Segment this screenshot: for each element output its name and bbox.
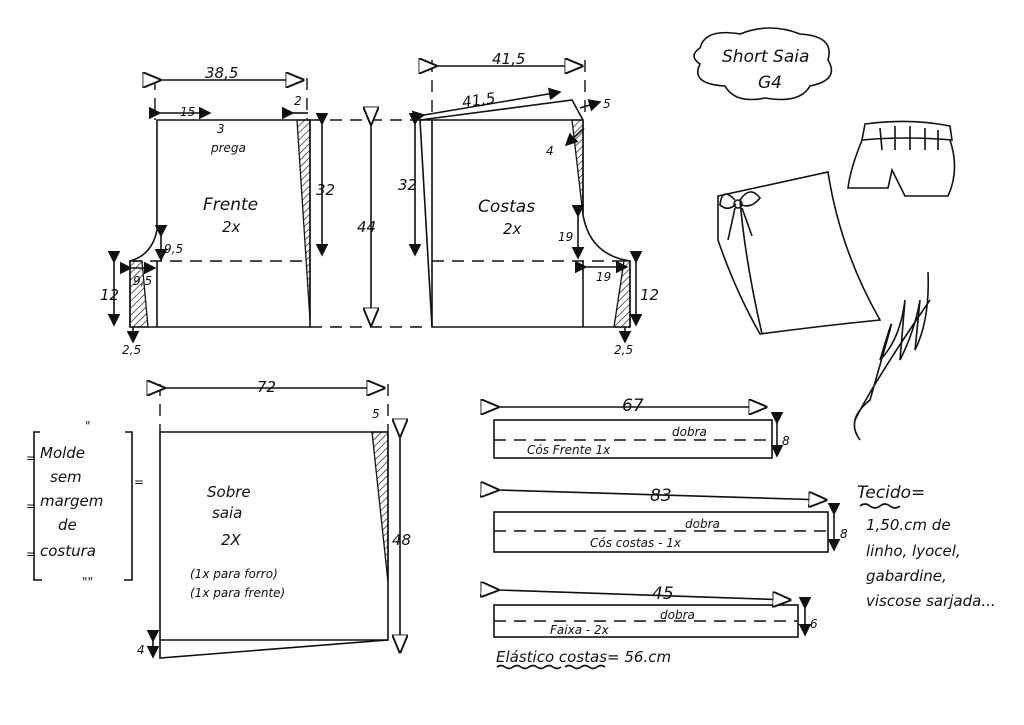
note-line: de xyxy=(58,516,77,534)
front-pleat-position: 15 xyxy=(180,105,195,119)
note-mark: = xyxy=(26,547,36,561)
overskirt-side: 5 xyxy=(372,407,380,421)
band-label: Faixa - 2x xyxy=(550,623,610,637)
band-height: 6 xyxy=(810,617,818,631)
note-mark: = xyxy=(26,451,36,465)
back-crotch-width: 19 xyxy=(596,270,611,284)
back-inseam: 12 xyxy=(640,286,659,304)
band-fold: dobra xyxy=(672,425,707,439)
note-line: Molde xyxy=(40,444,85,462)
band-fold: dobra xyxy=(685,517,720,531)
front-side-length: 32 xyxy=(316,181,335,199)
signature xyxy=(853,271,931,441)
fabric-note: Tecido= 1,50.cm de linho, lyocel, gabard… xyxy=(857,483,996,610)
underline xyxy=(859,503,901,509)
band-length: 45 xyxy=(652,584,674,604)
underline xyxy=(496,664,606,670)
total-length: 44 xyxy=(357,218,376,236)
seam-allowance-note: Molde sem margem de costura " = = = = "" xyxy=(26,419,144,589)
band-front-waistband: 67 dobra Cós Frente 1x 8 xyxy=(494,396,790,459)
overskirt-hem: 4 xyxy=(137,643,145,657)
overskirt-note1: (1x para forro) xyxy=(190,567,278,581)
front-inseam: 12 xyxy=(100,286,119,304)
back-rise: 5 xyxy=(603,97,611,111)
back-piece: 41,5 41,5 5 4 32 Costas 2x 19 19 12 2,5 xyxy=(398,50,659,357)
fabric-title: Tecido= xyxy=(857,483,925,503)
front-qty: 2x xyxy=(222,218,241,236)
back-width-label: 41,5 xyxy=(492,50,525,68)
note-line: sem xyxy=(50,468,82,486)
front-side-label: 2 xyxy=(294,94,302,108)
title-line1: Short Saia xyxy=(722,47,809,67)
overskirt-width: 72 xyxy=(257,378,276,396)
front-width-label: 38,5 xyxy=(205,64,238,82)
front-pleat-label: prega xyxy=(210,141,246,155)
note-mark: = xyxy=(26,499,36,513)
band-back-waistband: 83 dobra Cós costas - 1x 8 xyxy=(494,486,848,553)
back-label: Costas xyxy=(478,197,535,217)
back-hem: 2,5 xyxy=(614,343,633,357)
band-height: 8 xyxy=(782,434,790,448)
overskirt-piece: 72 5 48 4 Sobre saia 2X (1x para forro) … xyxy=(137,378,411,659)
back-slant-width: 41,5 xyxy=(461,89,497,111)
front-pleat-size: 3 xyxy=(217,122,225,136)
band-length: 67 xyxy=(622,396,644,416)
overskirt-qty: 2X xyxy=(221,531,242,549)
front-hem: 2,5 xyxy=(122,343,141,357)
note-line: costura xyxy=(40,542,96,560)
elastic-note: Elástico costas= 56.cm xyxy=(496,648,671,666)
front-crotch-height: 9,5 xyxy=(164,242,183,256)
note-mark: = xyxy=(134,475,144,489)
back-dart: 4 xyxy=(546,144,554,158)
band-fold: dobra xyxy=(660,608,695,622)
overskirt-label1: Sobre xyxy=(207,483,251,501)
note-line: margem xyxy=(40,492,103,510)
back-qty: 2x xyxy=(503,220,522,238)
fabric-line: linho, lyocel, xyxy=(866,542,961,560)
overskirt-length: 48 xyxy=(392,531,411,549)
band-sash: 45 dobra Faixa - 2x 6 xyxy=(494,584,818,638)
front-crotch-width: 9,5 xyxy=(133,274,152,288)
overskirt-label2: saia xyxy=(212,504,242,522)
front-label: Frente xyxy=(203,195,258,215)
fabric-line: viscose sarjada... xyxy=(866,592,996,610)
overskirt-note2: (1x para frente) xyxy=(190,586,285,600)
garment-sketch xyxy=(717,120,956,335)
title-cloud: Short Saia G4 xyxy=(693,27,833,101)
note-mark: "" xyxy=(82,575,93,589)
back-center-length: 32 xyxy=(398,176,417,194)
band-height: 8 xyxy=(840,527,848,541)
band-label: Cós Frente 1x xyxy=(527,443,611,457)
band-length: 83 xyxy=(650,486,672,506)
fabric-line: 1,50.cm de xyxy=(866,516,951,534)
title-line2: G4 xyxy=(758,73,782,93)
front-piece: 38,5 15 3 prega 2 32 44 Frente 2x 9,5 9,… xyxy=(100,64,425,357)
band-label: Cós costas - 1x xyxy=(590,536,682,550)
back-crotch-height: 19 xyxy=(558,230,573,244)
fabric-line: gabardine, xyxy=(866,567,947,585)
note-mark: " xyxy=(85,419,91,433)
